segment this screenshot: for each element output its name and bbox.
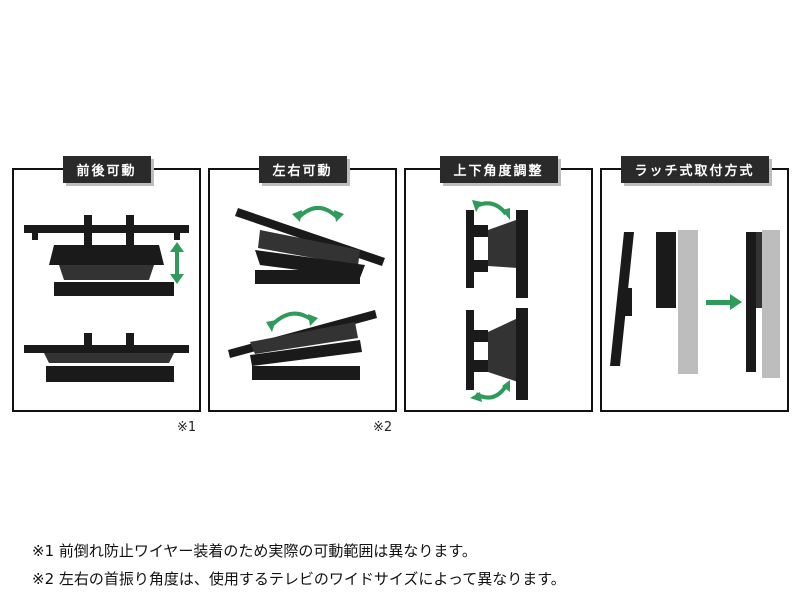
tilt-up-mount-image xyxy=(466,210,528,298)
note-1: ※1 前倒れ防止ワイヤー装着のため実際の可動範囲は異なります。 xyxy=(32,542,477,560)
latch-after-image xyxy=(746,230,780,378)
panel-title-front-back: 前後可動 xyxy=(62,156,151,183)
latch-before-image xyxy=(610,230,698,374)
panel-latch: ラッチ式取付方式 xyxy=(600,156,789,412)
footnote-mark-2: ※2 xyxy=(373,420,393,435)
tilt-down-mount-image xyxy=(466,308,528,400)
swivel-mount-bottom-image xyxy=(228,310,377,380)
panel-front-back: 前後可動 ※1 xyxy=(12,156,201,435)
panel-title-tilt: 上下角度調整 xyxy=(439,156,558,183)
panel-left-right: 左右可動 ※2 xyxy=(208,156,397,435)
latch-arrow xyxy=(706,294,742,310)
left-right-illustration xyxy=(228,206,385,380)
front-back-illustration xyxy=(24,215,189,382)
footnote-mark-1: ※1 xyxy=(177,420,197,435)
move-arrow xyxy=(170,242,184,284)
extended-mount-image xyxy=(24,215,189,296)
panel-title-left-right: 左右可動 xyxy=(258,156,347,183)
panel-title-latch: ラッチ式取付方式 xyxy=(620,156,769,183)
swivel-mount-top-image xyxy=(235,208,385,284)
note-2: ※2 左右の首振り角度は、使用するテレビのワイドサイズによって異なります。 xyxy=(32,570,566,588)
tilt-illustration xyxy=(466,200,528,402)
retracted-mount-image xyxy=(24,333,189,382)
latch-illustration xyxy=(610,230,780,378)
swivel-arrow-top xyxy=(296,206,340,220)
panel-tilt: 上下角度調整 xyxy=(404,156,593,412)
